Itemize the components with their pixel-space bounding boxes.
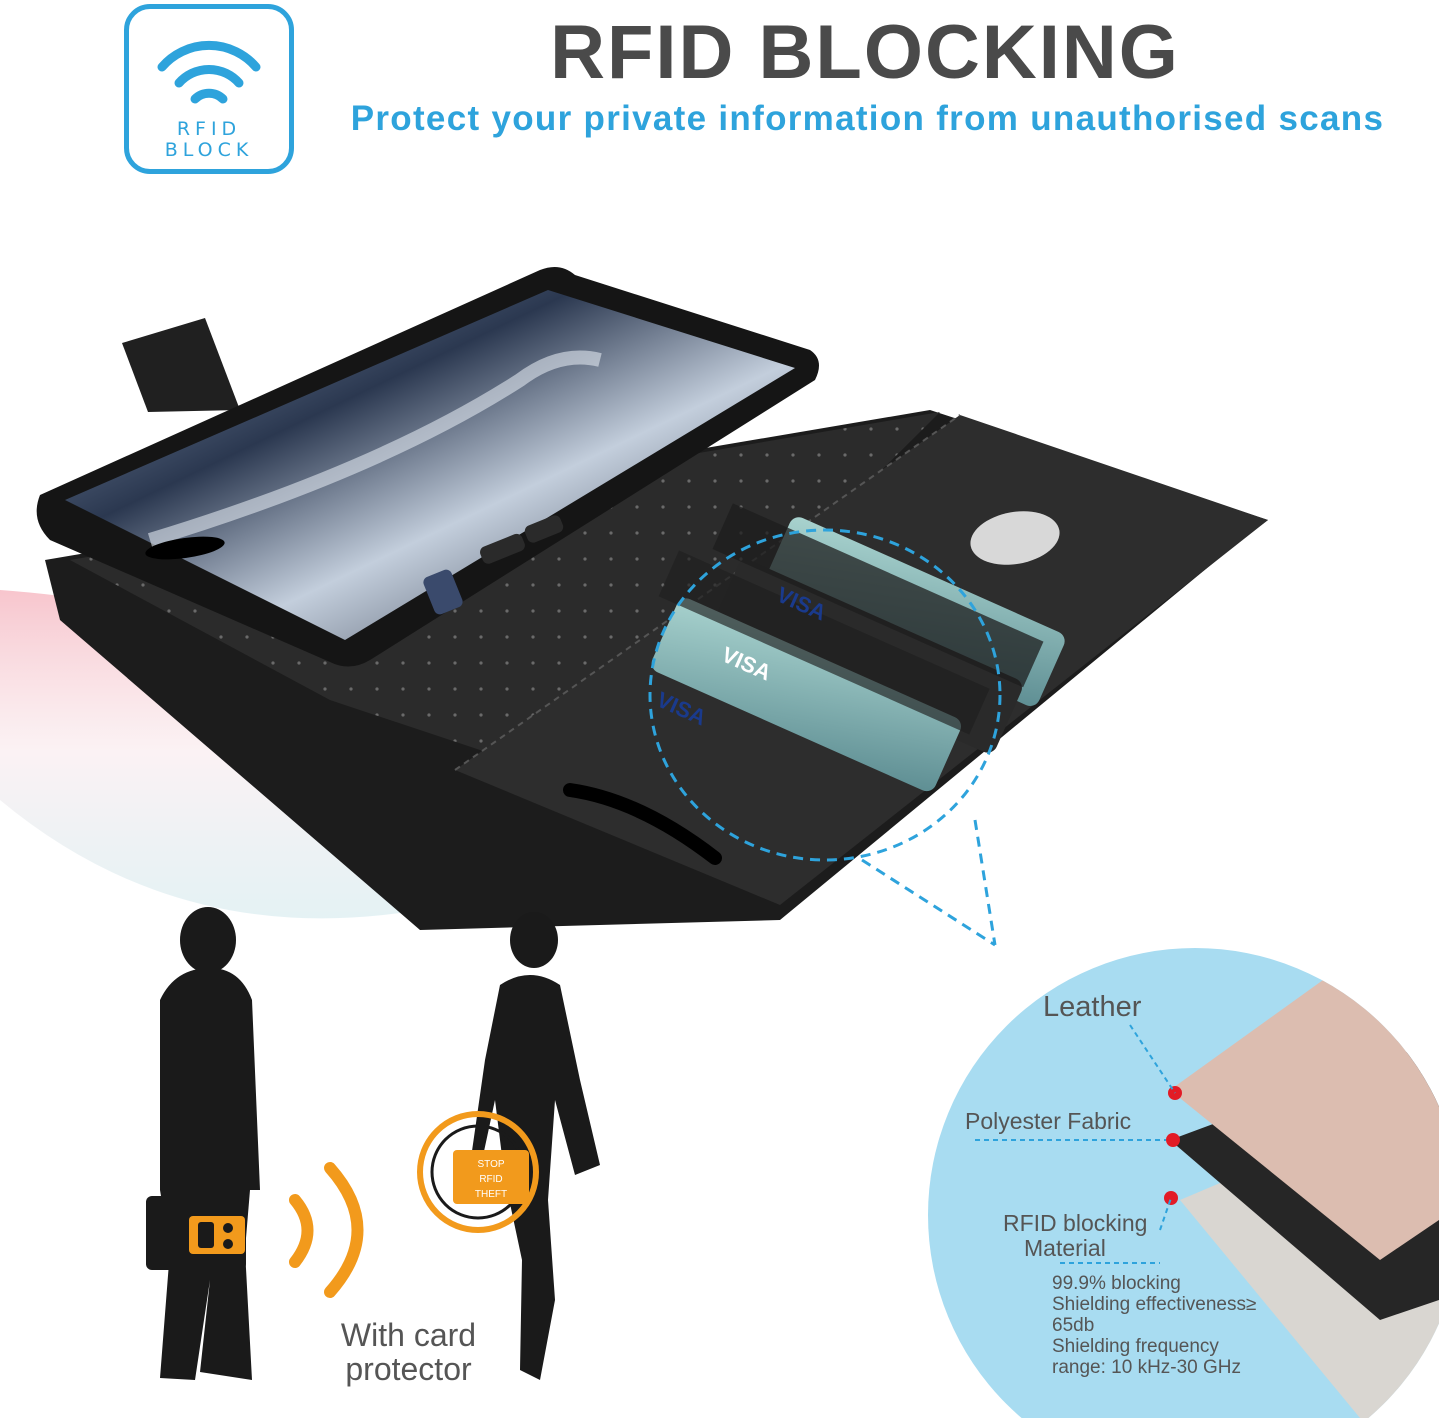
signal-wave-icon	[289, 1194, 314, 1268]
card-protector-caption: With card protector	[340, 1317, 477, 1387]
stop-sign-line2: RFID	[479, 1174, 502, 1185]
badge-text-rfid: RFID	[176, 118, 242, 140]
woman-silhouette-icon	[470, 912, 600, 1380]
page-title: RFID BLOCKING	[550, 10, 1180, 95]
rfid-material-label-line2: Material	[1024, 1235, 1106, 1261]
wallet-case-photo: VISA VISA VISA	[0, 266, 1268, 947]
spec-line: 65db	[1052, 1315, 1095, 1336]
spec-line: Shielding effectiveness≥	[1052, 1294, 1257, 1315]
rfid-material-label-line1: RFID blocking	[1003, 1210, 1148, 1236]
spec-line: 99.9% blocking	[1052, 1273, 1181, 1294]
man-silhouette-icon	[160, 907, 260, 1380]
stop-rfid-theft-sign	[453, 1150, 529, 1204]
polyester-label: Polyester Fabric	[965, 1108, 1132, 1134]
rfid-material-marker	[1164, 1191, 1178, 1205]
rfid-specs: 99.9% blocking Shielding effectiveness≥ …	[1052, 1273, 1256, 1378]
spec-line: range: 10 kHz-30 GHz	[1052, 1357, 1242, 1378]
rfid-theft-illustration: STOP RFID THEFT	[146, 907, 600, 1380]
material-layers-zoom	[928, 948, 1439, 1418]
badge-text-block: BLOCK	[164, 139, 254, 161]
polyester-marker	[1166, 1133, 1180, 1147]
wireless-signal-icon	[157, 41, 261, 104]
page-subtitle: Protect your private information from un…	[350, 99, 1385, 138]
stop-sign-line3: THEFT	[475, 1189, 507, 1200]
stop-sign-line1: STOP	[477, 1159, 504, 1170]
spec-line: Shielding frequency	[1052, 1336, 1219, 1357]
leather-label: Leather	[1043, 991, 1142, 1023]
rfid-block-badge: RFID BLOCK	[124, 4, 294, 174]
